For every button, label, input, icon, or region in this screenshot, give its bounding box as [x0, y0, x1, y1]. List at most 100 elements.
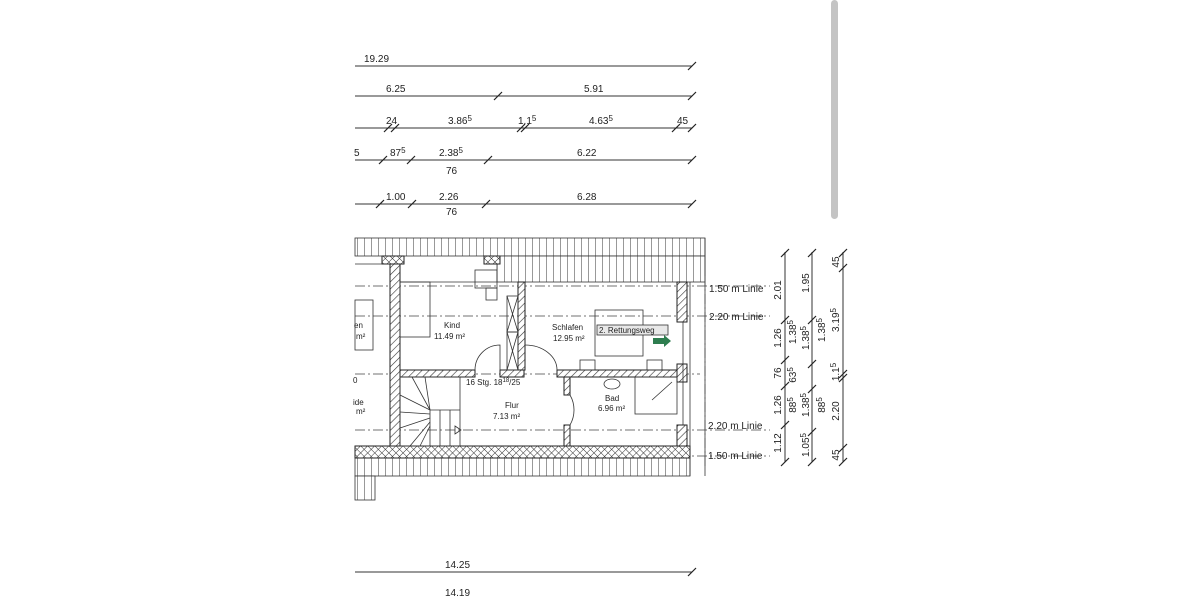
dimension-tick — [807, 427, 817, 437]
dimension-tick — [838, 369, 848, 379]
right-dimension-chains: 2.011.26761.261.121.3856358851.951.3851.… — [773, 248, 848, 467]
room-area-partial: m² — [356, 332, 366, 341]
dim-sup: 5 — [608, 114, 613, 123]
room-area-kind: 11.49 m² — [434, 332, 465, 341]
escape-route-label: 2. Rettungsweg — [599, 326, 655, 335]
bottom-dimension-chain: 14.25 14.19 — [355, 560, 697, 599]
svg-text:4.635: 4.635 — [589, 114, 613, 127]
dimension-tick — [838, 443, 848, 453]
dim-label: 87 — [390, 148, 402, 159]
dimension-tick — [838, 457, 848, 467]
dim-label: 45 — [831, 449, 842, 461]
dim-sup: 5 — [458, 146, 463, 155]
dim-label: 5 — [354, 148, 360, 159]
dim-label: 76 — [446, 207, 458, 218]
dim-label: 1.00 — [386, 192, 406, 203]
dim-label: 45 — [831, 256, 842, 268]
escape-route: 2. Rettungsweg — [596, 324, 671, 347]
dim-label: 885 — [815, 397, 828, 413]
doors — [474, 344, 575, 426]
line-label-150: 1.50 m Linie — [709, 284, 764, 295]
room-area-partial: m² — [356, 407, 366, 416]
dimension-tick — [780, 457, 790, 467]
line-label-220: 2.20 m Linie — [709, 312, 764, 323]
room-name-partial: ide — [353, 398, 364, 407]
dim-label: 1.385 — [786, 319, 799, 343]
dim-label: 5.91 — [584, 84, 604, 95]
dim-label: 1.385 — [799, 325, 812, 349]
room-labels: Kind 11.49 m² Schlafen 12.95 m² Flur 7.1… — [353, 321, 625, 421]
room-area-schlafen: 12.95 m² — [553, 334, 585, 343]
dimension-tick — [807, 384, 817, 394]
room-name-flur: Flur — [505, 401, 519, 410]
dim-label: 1.12 — [773, 433, 784, 453]
dim-sup: 5 — [532, 114, 537, 123]
dimension-tick — [780, 355, 790, 365]
scrollbar[interactable] — [831, 0, 838, 219]
dim-label: 19.29 — [364, 54, 389, 65]
dim-label: 1.95 — [801, 273, 812, 293]
dim-label: 1.385 — [799, 392, 812, 416]
dim-label: 6.22 — [577, 148, 597, 159]
dimension-tick — [807, 315, 817, 325]
dim-label: 45 — [677, 116, 689, 127]
top-dimension-chains: 19.29 6.25 5.91 24 3.865 1.15 4.635 45 5… — [354, 54, 697, 218]
dim-sup: 5 — [467, 114, 472, 123]
dim-label: 1.26 — [773, 328, 784, 348]
dim-label: 1.1 — [518, 116, 532, 127]
svg-text:875: 875 — [390, 146, 406, 159]
dim-label: 76 — [773, 367, 784, 379]
dim-label: 2.20 — [831, 401, 842, 421]
room-name-partial: en — [354, 321, 363, 330]
arrow-right-icon — [653, 335, 671, 347]
dim-label: 6.28 — [577, 192, 597, 203]
dim-label: 2.01 — [773, 280, 784, 300]
room-area-bad: 6.96 m² — [598, 404, 625, 413]
room-area-flur: 7.13 m² — [493, 412, 520, 421]
dimension-tick — [807, 359, 817, 369]
svg-text:3.865: 3.865 — [448, 114, 472, 127]
dimension-tick — [780, 381, 790, 391]
dim-label: 6.25 — [386, 84, 406, 95]
line-label-220: 2.20 m Linie — [708, 421, 763, 432]
dim-label: 4.63 — [589, 116, 609, 127]
stairs — [399, 376, 462, 447]
svg-text:1.15: 1.15 — [518, 114, 537, 127]
stairs-label: 16 Stg. 1818/25 — [466, 378, 521, 387]
dim-label: 76 — [446, 166, 458, 177]
dim-label: 1.055 — [799, 432, 812, 456]
dim-label: 1.385 — [815, 317, 828, 341]
dim-label: 14.25 — [445, 560, 470, 571]
room-label-partial: 0 — [353, 376, 358, 385]
stairs-sup: 18 — [502, 378, 509, 384]
walls — [354, 255, 691, 459]
room-name-kind: Kind — [444, 321, 460, 330]
roof-area — [354, 237, 706, 501]
dimension-tick — [780, 420, 790, 430]
dim-label: 1.26 — [773, 395, 784, 415]
dim-label: 24 — [386, 116, 398, 127]
dim-label: 885 — [786, 397, 799, 413]
dim-label: 2.26 — [439, 192, 459, 203]
room-name-bad: Bad — [605, 394, 619, 403]
dim-label: 635 — [786, 367, 799, 383]
stairs-count: 16 Stg. 18 — [466, 378, 503, 387]
dimension-tick — [807, 248, 817, 258]
dimension-tick — [838, 248, 848, 258]
dimension-tick — [780, 248, 790, 258]
dim-label: 1.15 — [829, 362, 842, 381]
svg-text:2.385: 2.385 — [439, 146, 463, 159]
line-label-150: 1.50 m Linie — [708, 451, 763, 462]
dimension-tick — [780, 315, 790, 325]
dim-label: 3.86 — [448, 116, 468, 127]
stairs-suffix: /25 — [509, 378, 521, 387]
dimension-tick — [838, 263, 848, 273]
dimension-tick — [807, 457, 817, 467]
dim-sup: 5 — [401, 146, 406, 155]
dim-label: 14.19 — [445, 588, 470, 599]
dim-label: 2.38 — [439, 148, 459, 159]
dim-label: 3.195 — [829, 307, 842, 331]
room-name-schlafen: Schlafen — [552, 323, 583, 332]
dimension-tick — [838, 373, 848, 383]
